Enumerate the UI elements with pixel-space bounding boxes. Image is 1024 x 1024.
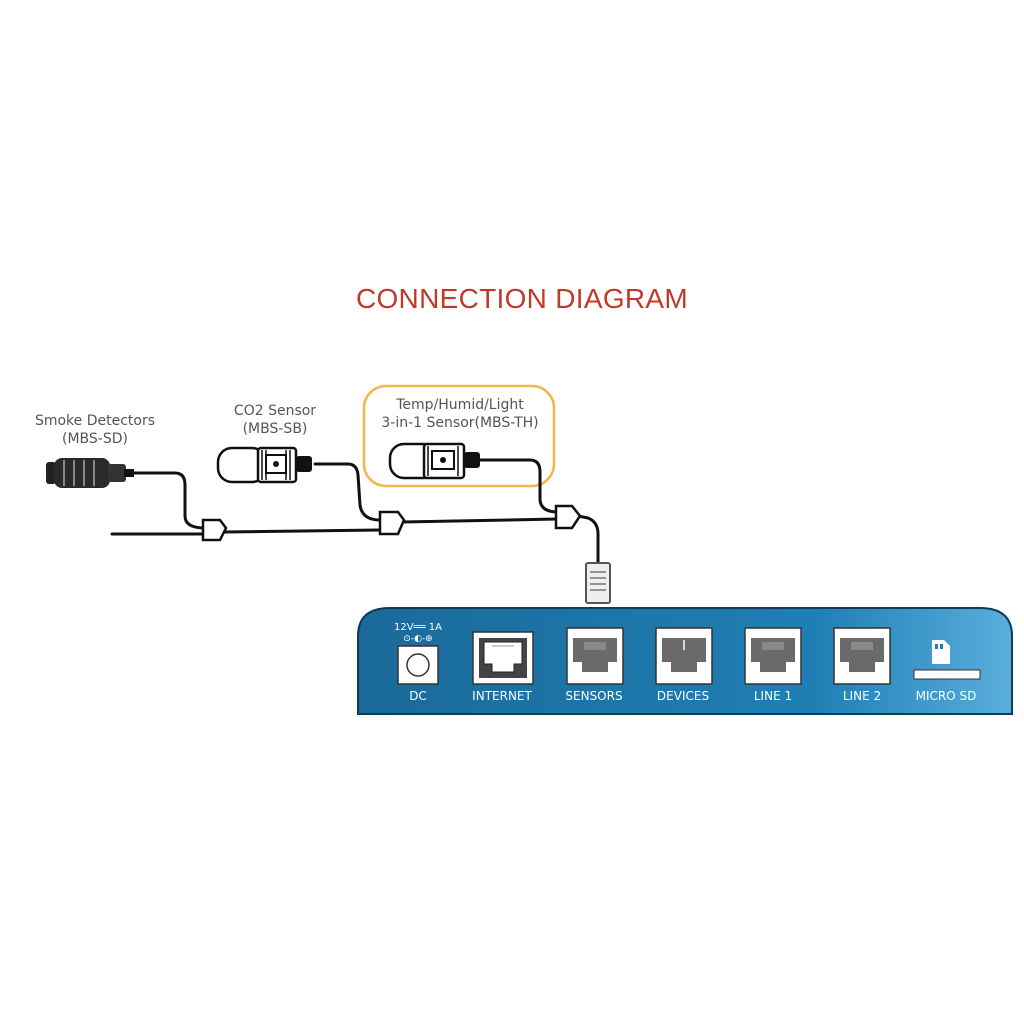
smoke-detector-model: (MBS-SD): [62, 431, 128, 447]
rj-port-icon-devices: [655, 627, 713, 685]
port-label-dc: DC: [409, 689, 427, 703]
internet-port: INTERNET: [472, 631, 534, 703]
smoke-detector-name: Smoke Detectors: [34, 413, 156, 429]
port-label-micro-sd: MICRO SD: [916, 689, 977, 703]
temp-humid-light-model: 3-in-1 Sensor(MBS-TH): [381, 415, 539, 431]
rj-port-icon-line1: [744, 627, 802, 685]
cable-splitter-2: [378, 510, 406, 536]
line1-port: LINE 1: [744, 627, 802, 703]
smoke-detector-label: Smoke Detectors (MBS-SD): [20, 412, 170, 448]
cable-splitter-1: [201, 518, 228, 542]
port-label-sensors: SENSORS: [565, 689, 622, 703]
temp-humid-light-label: Temp/Humid/Light 3-in-1 Sensor(MBS-TH): [365, 396, 555, 432]
ethernet-port-icon: [472, 631, 534, 685]
temp-humid-light-sensor-icon: [388, 442, 480, 480]
temp-humid-light-name: Temp/Humid/Light: [396, 397, 524, 413]
co2-sensor-icon: [216, 446, 312, 484]
port-label-internet: INTERNET: [472, 689, 532, 703]
micro-sd-port: MICRO SD: [913, 640, 981, 703]
sensors-port: SENSORS: [565, 627, 624, 703]
rj-port-icon-sensors: [566, 627, 624, 685]
port-label-devices: DEVICES: [657, 689, 709, 703]
dc-port: 12V══ 1A ⊙-◐-⊕ DC: [394, 622, 442, 703]
port-label-line2: LINE 2: [843, 689, 881, 703]
devices-port: DEVICES: [655, 627, 713, 703]
cable-splitter-3: [554, 504, 582, 530]
rj-port-icon-line2: [833, 627, 891, 685]
diagram-title: CONNECTION DIAGRAM: [355, 283, 689, 314]
sensor-highlight-box: [362, 384, 556, 488]
smoke-detector-icon: [46, 458, 134, 488]
dc-power-jack-icon: [397, 645, 439, 685]
cable-network: [110, 458, 600, 567]
line2-port: LINE 2: [833, 627, 891, 703]
polarity-icon: ⊙-◐-⊕: [403, 634, 432, 644]
port-label-line1: LINE 1: [754, 689, 792, 703]
co2-sensor-model: (MBS-SB): [242, 421, 308, 437]
power-rating-text: 12V══ 1A: [394, 622, 442, 633]
rj-plug-icon: [585, 562, 611, 604]
micro-sd-icon: [913, 640, 981, 680]
co2-sensor-name: CO2 Sensor: [233, 403, 317, 419]
co2-sensor-label: CO2 Sensor (MBS-SB): [200, 402, 350, 438]
